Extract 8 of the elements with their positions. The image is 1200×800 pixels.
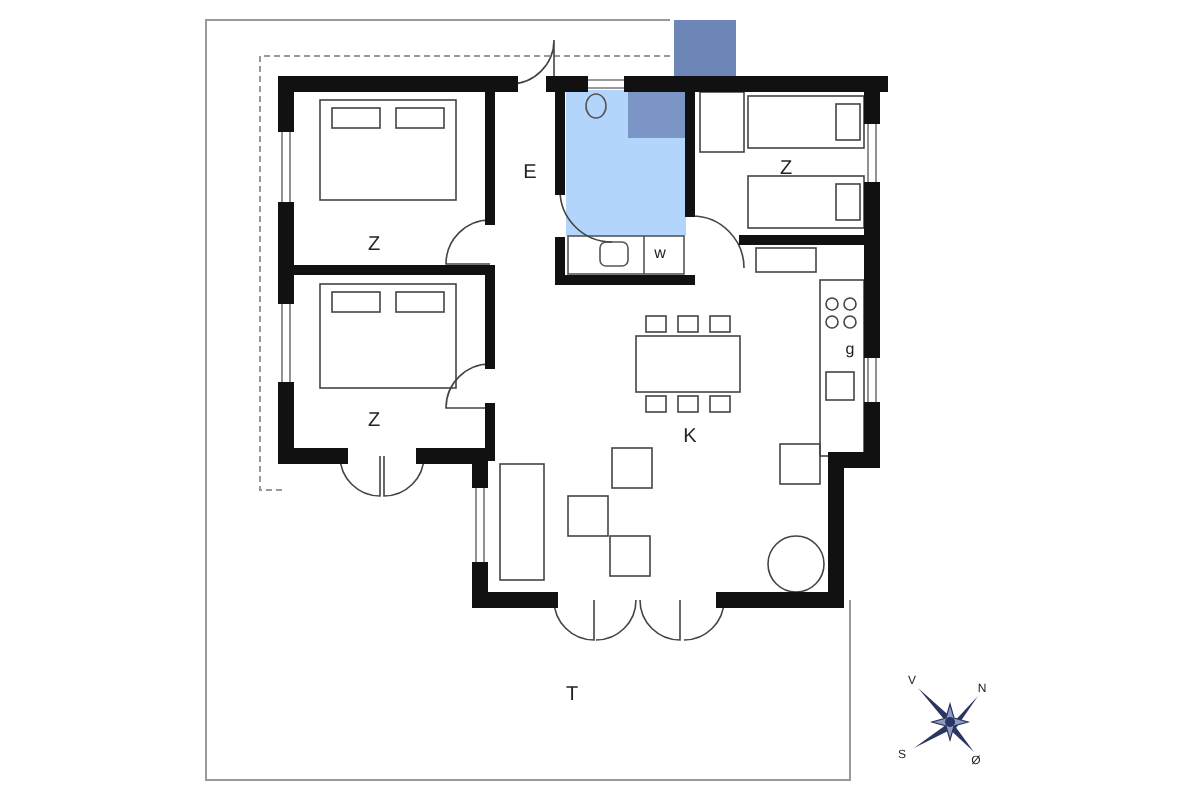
fixture-label: g (845, 342, 855, 358)
fixture-label: w (654, 246, 666, 262)
room-label: Z (367, 412, 381, 432)
room-label: K (683, 428, 697, 448)
room-label: Z (367, 236, 381, 256)
room-label: E (523, 164, 537, 184)
room-label: T (565, 686, 579, 706)
room-label: Z (779, 160, 793, 180)
